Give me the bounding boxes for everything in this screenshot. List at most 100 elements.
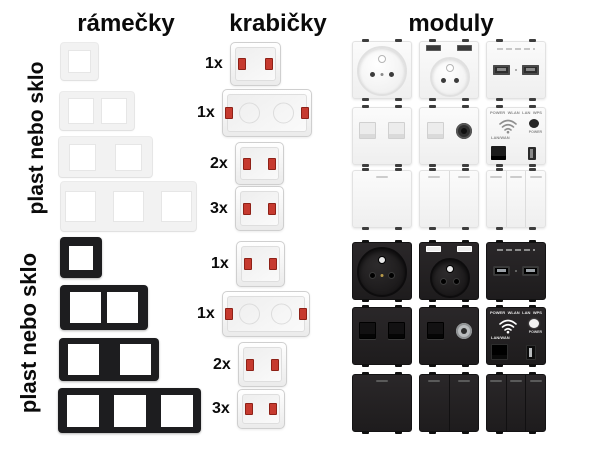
mount-tab-icon [529,98,536,101]
switch-panels [353,171,411,227]
usb-port-icon [522,65,539,75]
lan-port-label: LAN/WAN [491,135,510,140]
red-clip-icon [267,157,276,170]
module-rj45-tv [419,105,479,167]
red-clip-icon [242,202,251,215]
red-clip-icon [268,403,277,415]
module-socket-fr [352,240,412,302]
switch-rocker [505,171,526,227]
frame-opening [100,98,127,124]
mount-tab-icon [362,39,369,42]
ethernet-port-icon [491,344,508,360]
module-switch-3 [486,168,546,230]
usb-port-icon [528,147,536,160]
socket-hole-icon [440,77,446,83]
red-clip-icon [270,358,279,371]
mounting-box-single [236,389,285,429]
box-row: 2x [213,342,287,387]
usb-slot-icon [426,45,441,51]
modules-column-header: moduly [408,10,494,37]
red-clip-icon [264,58,273,70]
frame-opening [66,394,99,427]
mount-tab-icon [362,240,369,243]
frame-opening [113,394,146,427]
wifi-label: WPS [532,110,542,115]
label-strip [497,249,535,251]
led-dot-icon [515,270,517,272]
mount-tab-icon [462,431,469,434]
mounting-box-double [221,89,312,137]
mount-tab-icon [362,105,369,108]
frame-opening [69,143,96,171]
switch-rocker [505,375,526,431]
quantity-label: 1x [211,255,229,272]
socket-hole-icon [370,71,376,77]
quantity-label: 1x [205,55,223,72]
socket-hole-icon [454,278,460,284]
switch-panels [420,171,478,227]
rocker-indicator-icon [510,176,522,178]
coax-connector-icon [455,322,472,339]
mount-tab-icon [529,240,536,243]
red-clip-icon [224,308,233,320]
usb-slots [426,246,472,252]
mount-tab-icon [462,227,469,230]
rj45-jacks [353,322,411,339]
mount-tab-icon [529,227,536,230]
mount-tab-icon [496,98,503,101]
mount-tab-icon [529,168,536,171]
switch-rocker [448,375,479,431]
socket-recess [357,247,407,297]
mount-tab-icon [496,227,503,230]
rj45-jack-icon [388,122,405,139]
usb-tongue [526,269,535,272]
mount-tab-icon [362,364,369,367]
mount-tab-icon [395,98,402,101]
coax-center [460,327,467,334]
mount-tab-icon [462,39,469,42]
frame-white-2gang [60,92,134,130]
mount-tab-icon [362,299,369,302]
usb-tongue [530,149,533,158]
mount-tab-icon [529,164,536,167]
mount-tab-icon [496,299,503,302]
module-socket-fr [352,39,412,101]
frame-opening [69,245,93,270]
box-cavity [226,94,307,132]
frame-white-3gang [61,182,196,231]
earth-pin-icon [446,64,454,73]
mount-tab-icon [395,39,402,42]
side-label-black-section: plast nebo sklo [16,252,41,414]
mount-tab-icon [462,372,469,375]
switch-rocker [525,375,545,431]
switch-rocker [487,375,506,431]
rj45-jack-icon [426,322,444,339]
rj45-jack-icon [388,322,405,339]
switch-rocker [448,171,479,227]
switch-rocker [525,171,545,227]
mount-tab-icon [429,105,436,108]
frame-opening [67,344,99,375]
red-clip-icon [237,58,246,70]
box-row: 3x [210,186,284,231]
socket-hole-icon [388,71,394,77]
mount-tab-icon [429,305,436,308]
usb-tongue [497,68,506,71]
red-clip-icon [245,358,254,371]
mount-tab-icon [496,372,503,375]
quantity-label: 3x [212,400,230,417]
box-row: 1x [211,241,285,287]
mount-tab-icon [429,299,436,302]
switch-rocker [353,171,411,227]
switch-rocker [420,375,449,431]
wifi-label: LAN [522,110,531,115]
wifi-label: LAN [522,310,531,315]
wifi-label: WPS [532,310,542,315]
usb-tongue [526,68,535,71]
mount-tab-icon [462,168,469,171]
mount-tab-icon [395,364,402,367]
rocker-indicator-icon [510,380,522,382]
earth-pin-icon [378,255,386,264]
frame-black-2gang [60,285,148,330]
frame-black-3gang [58,388,201,433]
